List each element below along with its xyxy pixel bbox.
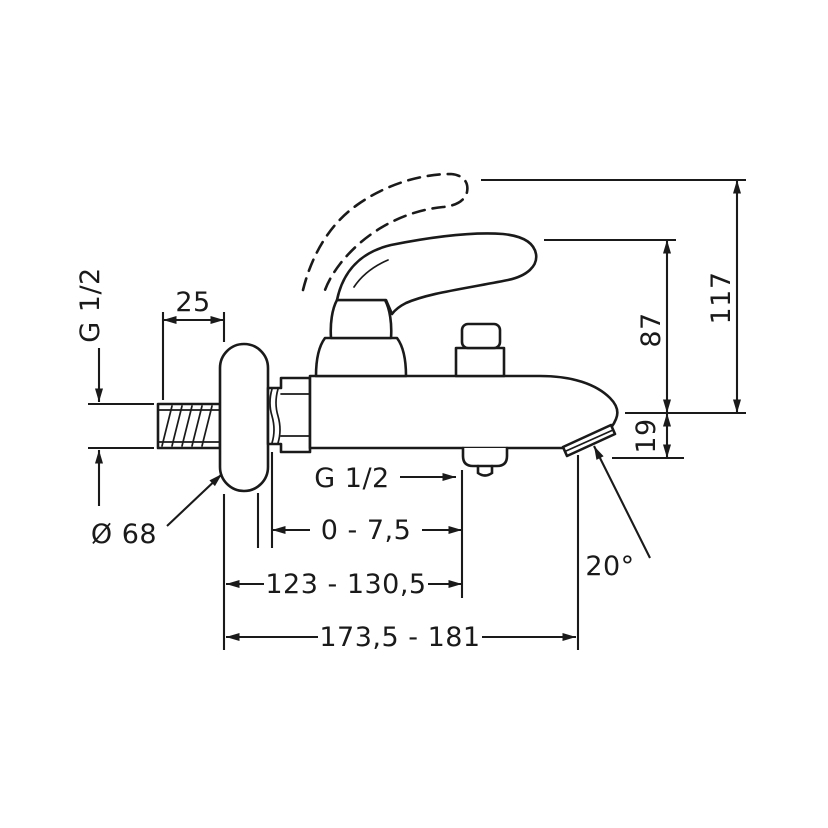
handle-escutcheon — [314, 336, 408, 378]
dim-label-adjust: 0 - 7,5 — [321, 515, 412, 546]
label-background — [310, 514, 422, 546]
label-background — [318, 621, 482, 653]
shower-outlet — [461, 446, 509, 468]
dim-label-19: 19 — [631, 418, 662, 453]
dim-total-height-117: 117 — [481, 178, 746, 415]
wall-thread-label: G 1/2 — [75, 267, 106, 342]
dim-adjustment-range: 0 - 7,5 — [256, 452, 464, 598]
handle-hub — [329, 298, 393, 340]
diverter-base — [454, 346, 506, 378]
outlet-nipple — [476, 464, 494, 477]
outlet-thread-label: G 1/2 — [314, 463, 389, 494]
dim-label-117: 117 — [706, 271, 737, 324]
angle-line — [593, 445, 651, 559]
union-break-lines — [269, 388, 311, 444]
label-background — [264, 568, 428, 600]
faucet-body — [308, 374, 619, 450]
dim-handle-height-87: 87 — [544, 238, 676, 413]
lever-detail-line — [353, 259, 389, 288]
dim-label-87: 87 — [636, 312, 667, 347]
dim-spout-height-19: 19 — [612, 413, 684, 460]
dim-label-25: 25 — [175, 287, 210, 318]
extension-lines — [88, 402, 154, 450]
wall-pipe-thread — [156, 402, 222, 450]
wall-flange — [218, 342, 270, 493]
dim-projection-25: 25 — [161, 287, 226, 400]
dim-spout-angle: 20° — [585, 445, 651, 582]
diverter-knob — [460, 322, 502, 350]
dim-wall-to-outlet: 123 - 130,5 — [222, 494, 462, 650]
pipe-thread-hatch — [157, 405, 221, 447]
union-nut — [266, 376, 312, 454]
dim-wall-to-spout: 173,5 - 181 — [226, 455, 580, 653]
faucet-part — [156, 172, 619, 493]
leader-line — [166, 473, 223, 527]
dim-label-diameter: Ø 68 — [91, 519, 157, 550]
spout-aerator-line — [565, 429, 614, 452]
dim-flange-diameter: Ø 68 — [91, 473, 223, 550]
dim-label-173: 173,5 - 181 — [319, 622, 480, 653]
handle-raised-dashed — [301, 172, 469, 292]
dim-label-123: 123 - 130,5 — [265, 569, 426, 600]
dim-outlet-thread: G 1/2 — [314, 463, 456, 494]
handle-lever — [335, 232, 538, 316]
dim-wall-thread: G 1/2 — [75, 267, 154, 506]
dim-label-angle: 20° — [585, 551, 634, 582]
